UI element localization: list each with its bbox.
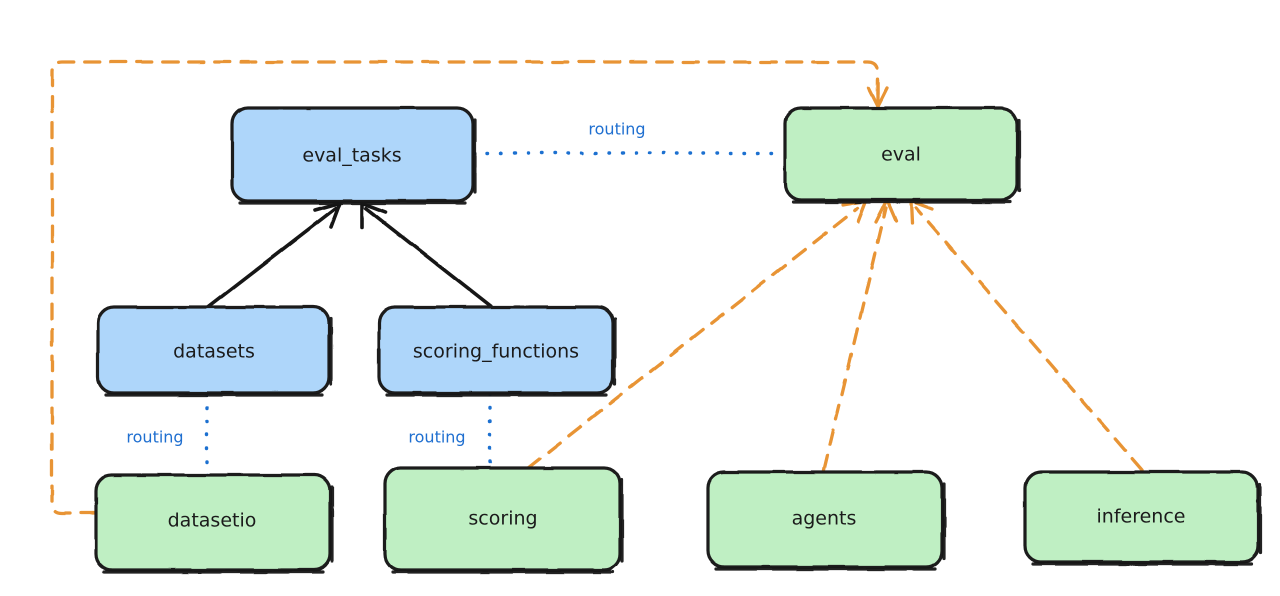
node-label-eval_tasks: eval_tasks xyxy=(302,145,401,167)
node-datasets[interactable] xyxy=(96,305,333,397)
node-label-eval: eval xyxy=(881,144,921,166)
node-agents[interactable] xyxy=(706,470,946,571)
node-label-scoring_functions: scoring_functions xyxy=(413,341,579,363)
node-eval_tasks[interactable] xyxy=(230,106,477,205)
node-scoring_functions[interactable] xyxy=(377,305,617,397)
node-label-datasets: datasets xyxy=(173,341,255,363)
node-label-scoring: scoring xyxy=(468,508,537,530)
node-eval[interactable] xyxy=(783,106,1021,204)
edge-label-routing-eval: routing xyxy=(588,120,645,139)
edge-label-routing-scoring: routing xyxy=(408,428,465,447)
node-label-datasetio: datasetio xyxy=(168,510,257,532)
node-scoring[interactable] xyxy=(383,466,624,574)
node-label-agents: agents xyxy=(792,508,857,530)
node-label-inference: inference xyxy=(1097,506,1186,528)
edge-label-routing-datasetio: routing xyxy=(126,428,183,447)
edge-datasetio-eval xyxy=(50,60,889,515)
node-datasetio[interactable] xyxy=(94,473,334,574)
node-inference[interactable] xyxy=(1023,470,1262,566)
